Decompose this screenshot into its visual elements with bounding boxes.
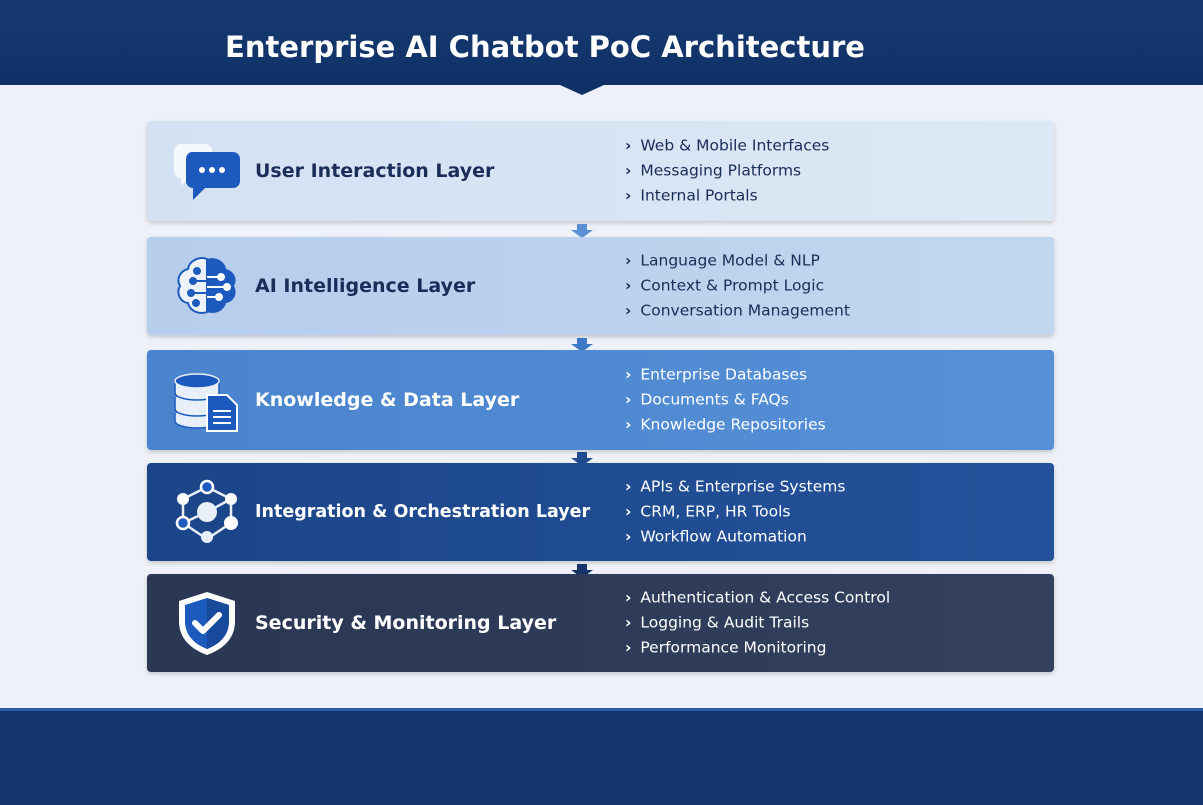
layer-item: Performance Monitoring (625, 636, 890, 661)
header-banner: Enterprise AI Chatbot PoC Architecture (0, 0, 1203, 85)
layer-items: Authentication & Access Control Logging … (625, 586, 890, 661)
layer-user-interaction: User Interaction Layer Web & Mobile Inte… (147, 121, 1054, 221)
layer-name: Knowledge & Data Layer (255, 389, 520, 411)
down-arrow-icon (571, 224, 593, 238)
layer-item: Language Model & NLP (625, 249, 850, 274)
page-title: Enterprise AI Chatbot PoC Architecture (225, 30, 865, 64)
layer-name: Security & Monitoring Layer (255, 612, 557, 634)
layer-item: Documents & FAQs (625, 388, 826, 413)
layer-item: Authentication & Access Control (625, 586, 890, 611)
layer-item: Messaging Platforms (625, 159, 829, 184)
layer-item: Logging & Audit Trails (625, 611, 890, 636)
layer-item: Workflow Automation (625, 525, 845, 550)
layer-items: Web & Mobile Interfaces Messaging Platfo… (625, 134, 829, 209)
layer-name: User Interaction Layer (255, 160, 495, 182)
layer-item: Context & Prompt Logic (625, 274, 850, 299)
down-arrow-icon (571, 452, 593, 466)
header-notch (560, 85, 604, 95)
layer-item: Enterprise Databases (625, 363, 826, 388)
shield-check-icon (179, 592, 235, 655)
layer-item: CRM, ERP, HR Tools (625, 500, 845, 525)
network-nodes-icon (175, 479, 238, 543)
database-document-icon (174, 373, 238, 432)
brain-circuit-icon (177, 257, 236, 314)
layer-item: APIs & Enterprise Systems (625, 475, 845, 500)
layer-item: Conversation Management (625, 299, 850, 324)
layer-item: Internal Portals (625, 184, 829, 209)
footer-banner (0, 708, 1203, 805)
layer-knowledge-data: Knowledge & Data Layer Enterprise Databa… (147, 350, 1054, 450)
layer-items: APIs & Enterprise Systems CRM, ERP, HR T… (625, 475, 845, 550)
layer-name: Integration & Orchestration Layer (255, 502, 591, 522)
layer-ai-intelligence: AI Intelligence Layer Language Model & N… (147, 237, 1054, 335)
down-arrow-icon (571, 564, 593, 578)
layer-items: Enterprise Databases Documents & FAQs Kn… (625, 363, 826, 438)
layer-item: Web & Mobile Interfaces (625, 134, 829, 159)
layer-item: Knowledge Repositories (625, 413, 825, 438)
layer-name: AI Intelligence Layer (255, 275, 476, 297)
layer-integration-orchestration: Integration & Orchestration Layer APIs &… (147, 463, 1054, 561)
layer-security-monitoring: Security & Monitoring Layer Authenticati… (147, 574, 1054, 672)
layer-items: Language Model & NLP Context & Prompt Lo… (625, 249, 850, 324)
down-arrow-icon (571, 338, 593, 352)
chat-bubble-icon (173, 144, 240, 200)
